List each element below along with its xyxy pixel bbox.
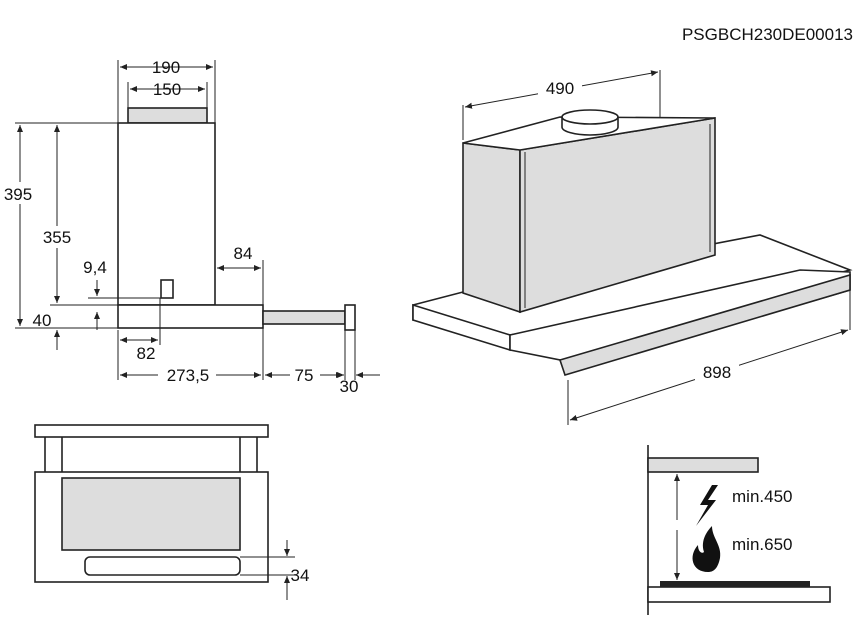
front-cap [344, 304, 356, 331]
clearance-electric: min.450 [732, 487, 792, 506]
duct-collar [127, 107, 208, 124]
clearance-gas: min.650 [732, 535, 792, 554]
dim-898: 898 [703, 363, 731, 382]
body-side-face [462, 142, 521, 314]
dim-355: 355 [43, 228, 71, 247]
clearance-diagram: min.450 min.650 [647, 445, 831, 615]
extension-lines [15, 60, 356, 380]
hood-body [117, 122, 216, 306]
dim-9-4: 9,4 [83, 258, 107, 277]
document-code: PSGBCH230DE00013 [682, 25, 853, 44]
handle [84, 556, 241, 576]
dim-395: 395 [4, 185, 32, 204]
countertop [647, 586, 831, 603]
light-switch [160, 279, 174, 299]
dim-273-5: 273,5 [167, 366, 210, 385]
extension-lines [462, 70, 851, 425]
duct-opening [561, 109, 619, 125]
electric-icon [696, 485, 718, 526]
dim-150: 150 [153, 80, 181, 99]
dim-30: 30 [340, 377, 359, 396]
filter-panel [61, 477, 241, 551]
dim-82: 82 [137, 344, 156, 363]
dim-490: 490 [546, 79, 574, 98]
extension-lines [240, 556, 295, 576]
hood-outline [647, 457, 759, 473]
dim-84: 84 [234, 244, 253, 263]
dim-40: 40 [33, 311, 52, 330]
dim-75: 75 [295, 366, 314, 385]
cooktop [660, 581, 810, 587]
extension-bar [262, 310, 346, 325]
gas-flame-icon [692, 526, 721, 572]
perspective-view: 490 898 [412, 70, 853, 425]
dim-190: 190 [152, 58, 180, 77]
dim-34: 34 [291, 566, 310, 585]
support-posts [44, 437, 258, 472]
base-slab [117, 304, 264, 329]
front-view: 34 [34, 424, 310, 600]
top-plate [34, 424, 269, 438]
side-view: 190 150 395 355 40 9,4 84 82 273,5 75 30 [0, 58, 380, 396]
body-panel-lines [524, 124, 711, 308]
